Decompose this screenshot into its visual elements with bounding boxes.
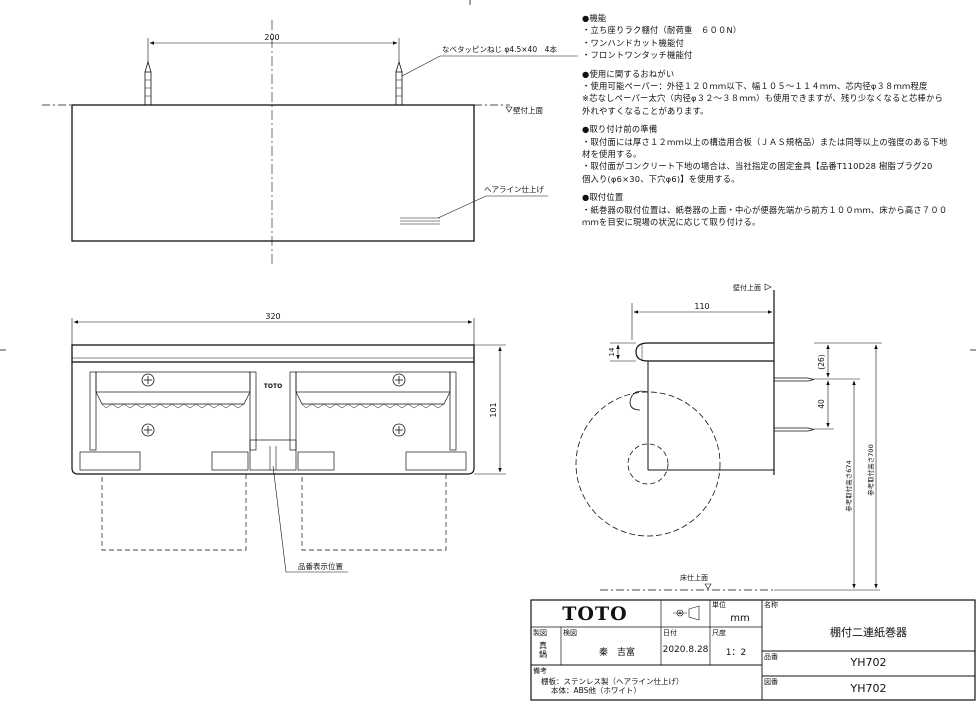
note-function-3: ・フロントワンタッチ機能付 — [582, 50, 693, 61]
screw-head-4 — [392, 423, 406, 437]
note-function-head: ●機能 — [582, 13, 607, 23]
top-view: 200 なベタッピンねじ φ4.5×40 4本 壁付上面 ヘアライン仕上げ — [42, 20, 578, 265]
unit-label: 単位 — [712, 601, 726, 609]
seizu-value: 真鍋 — [539, 641, 547, 659]
remarks-line-1: 棚板：ステンレス製（ヘアライン仕上げ） — [541, 677, 684, 686]
hairline-label: ヘアライン仕上げ — [484, 184, 544, 194]
front-view: 320 TOTO — [71, 312, 506, 573]
screw-head-3 — [141, 423, 155, 437]
zuban-label: 図番 — [764, 678, 778, 686]
dim-26: (26) — [817, 354, 826, 369]
remarks-label: 備考 — [533, 667, 547, 675]
dim-14: 14 — [608, 347, 616, 356]
note-use-1: ・使用可能ペーパー：外径１２０ｍｍ以下、幅１０５～１１４ｍｍ、芯内径φ３８ｍｍ程… — [582, 81, 928, 92]
scale-label: 尺度 — [712, 629, 726, 637]
product-name: 棚付二連紙巻器 — [830, 626, 907, 639]
dim-101: 101 — [489, 402, 498, 417]
hinban-label: 品番 — [764, 653, 778, 661]
wall-surface-label: 壁付上面 — [513, 105, 543, 115]
seizu-label: 製図 — [533, 629, 547, 637]
kenzu-label: 検図 — [563, 629, 577, 637]
note-position-2: ｍｍを目安に現場の状況に応じて取り付ける。 — [582, 217, 761, 228]
side-view: 壁付上面 110 14 (26) 40 — [575, 283, 882, 591]
note-use-3: 外れやすくなることがあります。 — [582, 105, 709, 116]
date-value: 2020.8.28 — [662, 645, 709, 655]
date-label: 日付 — [663, 629, 677, 637]
side-wall-label: 壁付上面 — [733, 283, 761, 292]
unit-value: mm — [730, 613, 750, 624]
note-function-2: ・ワンハンドカット機能付 — [582, 37, 684, 48]
screw-left — [144, 60, 152, 106]
dim-700: 参考取付高さ700 — [866, 444, 875, 495]
note-position-head: ●取付位置 — [582, 192, 624, 203]
note-prep-3: ・取付面がコンクリート下地の場合は、当社指定の固定金具【品番T110D28 樹脂… — [582, 161, 933, 172]
note-use-head: ●使用に関するおねがい — [582, 68, 675, 79]
hinban-value: YH702 — [850, 656, 887, 669]
name-label: 名称 — [764, 601, 778, 609]
dim-40: 40 — [817, 399, 826, 409]
scale-value: 1：2 — [725, 648, 747, 658]
note-function-1: ・立ち座りラク棚付（耐荷重 ６００N） — [582, 25, 742, 36]
dim-110: 110 — [694, 302, 709, 311]
front-logo: TOTO — [264, 383, 282, 390]
title-block — [530, 599, 976, 701]
part-number-position-label: 品番表示位置 — [298, 561, 343, 571]
note-use-2: ※芯なしペーパー太穴（内径φ３２～３８ｍｍ）も使用できますが、残り少なくなると芯… — [582, 93, 943, 104]
zuban-value: YH702 — [850, 682, 887, 695]
screw-label: なベタッピンねじ φ4.5×40 4本 — [442, 44, 557, 54]
note-prep-head: ●取り付け前の準備 — [582, 124, 658, 135]
dim-320: 320 — [265, 312, 280, 321]
kenzu-value: 秦 吉富 — [598, 648, 635, 658]
remarks-line-2: 本体：ABS他（ホワイト） — [551, 686, 641, 695]
dim-200: 200 — [264, 33, 279, 42]
screw-right — [395, 60, 403, 106]
screw-head-2 — [392, 373, 406, 387]
dim-674: 参考取付高さ674 — [844, 460, 853, 511]
floor-label: 床仕上面 — [680, 573, 708, 582]
note-prep-2: 材を使用する。 — [582, 149, 642, 160]
note-prep-4: 個入り(φ6×30、下穴φ6)】を使用する。 — [582, 173, 740, 184]
toto-logo: TOTO — [562, 603, 628, 625]
screw-head-1 — [141, 373, 155, 387]
note-position-1: ・紙巻器の取付位置は、紙巻器の上面・中心が便器先端から前方１００ｍｍ、床から高さ… — [582, 204, 948, 215]
notes-block: ●機能 ・立ち座りラク棚付（耐荷重 ６００N） ・ワンハンドカット機能付 ・フロ… — [582, 12, 974, 229]
note-prep-1: ・取付面には厚さ１２ｍｍ以上の構造用合板（ＪＡＳ規格品）または同等以上の強度のあ… — [582, 136, 948, 147]
